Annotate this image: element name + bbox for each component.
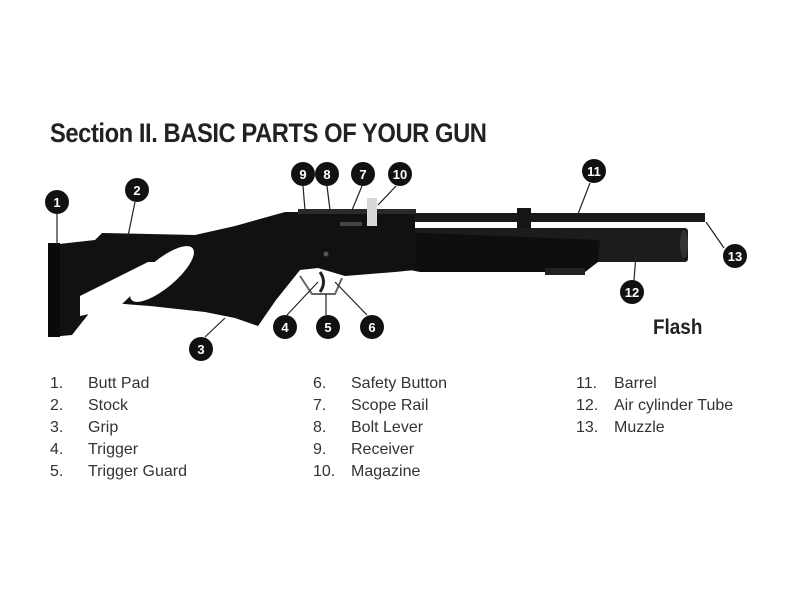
part-item: 12.Air cylinder Tube [576, 397, 734, 414]
callout-2: 2 [125, 178, 149, 202]
part-item: 1.Butt Pad [50, 375, 150, 392]
callout-6: 6 [360, 315, 384, 339]
callout-4: 4 [273, 315, 297, 339]
leader-lines [56, 182, 725, 338]
callout-markers: 1 2 3 4 5 6 7 8 9 10 11 12 13 [45, 159, 747, 361]
part-item: 2.Stock [50, 397, 129, 414]
svg-text:11: 11 [587, 164, 601, 179]
part-item: 10.Magazine [313, 463, 421, 480]
bolt-lever [340, 222, 362, 226]
svg-text:1: 1 [53, 195, 60, 210]
part-item: 9.Receiver [313, 441, 415, 458]
parts-list-column-2: 6.Safety Button 7.Scope Rail 8.Bolt Leve… [313, 373, 447, 483]
svg-text:4: 4 [281, 320, 289, 335]
section-title: Section II. BASIC PARTS OF YOUR GUN [50, 118, 487, 148]
svg-text:3: 3 [197, 342, 204, 357]
safety-button [323, 251, 329, 257]
scope-rail [298, 209, 416, 214]
svg-text:13: 13 [728, 249, 742, 264]
part-item: 4.Trigger [50, 441, 139, 458]
svg-text:6: 6 [368, 320, 375, 335]
part-item: 8.Bolt Lever [313, 419, 424, 436]
callout-13: 13 [723, 244, 747, 268]
callout-12: 12 [620, 280, 644, 304]
svg-text:9: 9 [299, 167, 306, 182]
parts-list-column-3: 11.Barrel 12.Air cylinder Tube 13.Muzzle [576, 373, 733, 439]
part-item: 7.Scope Rail [313, 397, 429, 414]
callout-10: 10 [388, 162, 412, 186]
gun-illustration [48, 198, 705, 337]
tube-end [680, 230, 688, 258]
stock-body [50, 212, 415, 337]
callout-7: 7 [351, 162, 375, 186]
part-item: 6.Safety Button [313, 375, 448, 392]
magazine [367, 198, 377, 226]
callout-1: 1 [45, 190, 69, 214]
callout-9: 9 [291, 162, 315, 186]
callout-11: 11 [582, 159, 606, 183]
svg-text:5: 5 [324, 320, 331, 335]
svg-text:7: 7 [359, 167, 366, 182]
svg-text:8: 8 [323, 167, 330, 182]
part-item: 13.Muzzle [576, 419, 665, 436]
butt-pad [48, 243, 60, 337]
thumbhole [130, 246, 194, 302]
parts-list-column-1: 1.Butt Pad 2.Stock 3.Grip 4.Trigger 5.Tr… [50, 373, 187, 483]
callout-5: 5 [316, 315, 340, 339]
callout-8: 8 [315, 162, 339, 186]
svg-text:12: 12 [625, 285, 639, 300]
part-item: 11.Barrel [576, 375, 657, 392]
part-item: 5.Trigger Guard [50, 463, 187, 480]
callout-3: 3 [189, 337, 213, 361]
barrel [410, 213, 705, 222]
part-item: 3.Grip [50, 419, 119, 436]
accessory-rail [545, 268, 585, 275]
model-name: Flash [653, 316, 703, 339]
forend [400, 232, 600, 272]
svg-text:10: 10 [393, 167, 407, 182]
svg-text:2: 2 [133, 183, 140, 198]
trigger [318, 271, 325, 293]
